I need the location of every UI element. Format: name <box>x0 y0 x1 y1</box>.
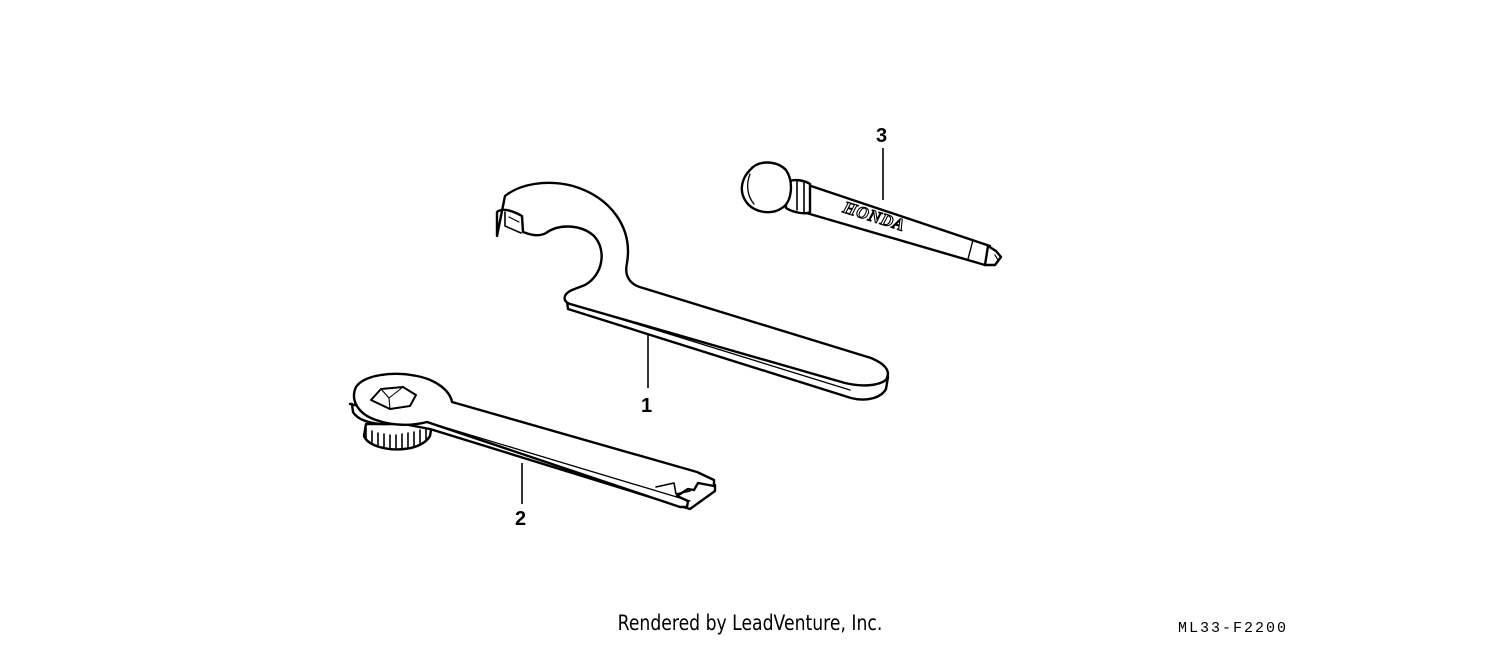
callout-number-1[interactable]: 1 <box>641 395 652 417</box>
part-1-spanner-wrench[interactable] <box>495 181 890 401</box>
figure-code: ML33-F2200 <box>1178 620 1289 637</box>
footer-credit: Rendered by LeadVenture, Inc. <box>617 611 883 635</box>
callout-number-2[interactable]: 2 <box>515 508 526 530</box>
part-3-pin-punch[interactable] <box>740 161 1003 267</box>
callout-number-3[interactable]: 3 <box>876 125 887 147</box>
part-2-box-wrench[interactable] <box>348 372 717 511</box>
